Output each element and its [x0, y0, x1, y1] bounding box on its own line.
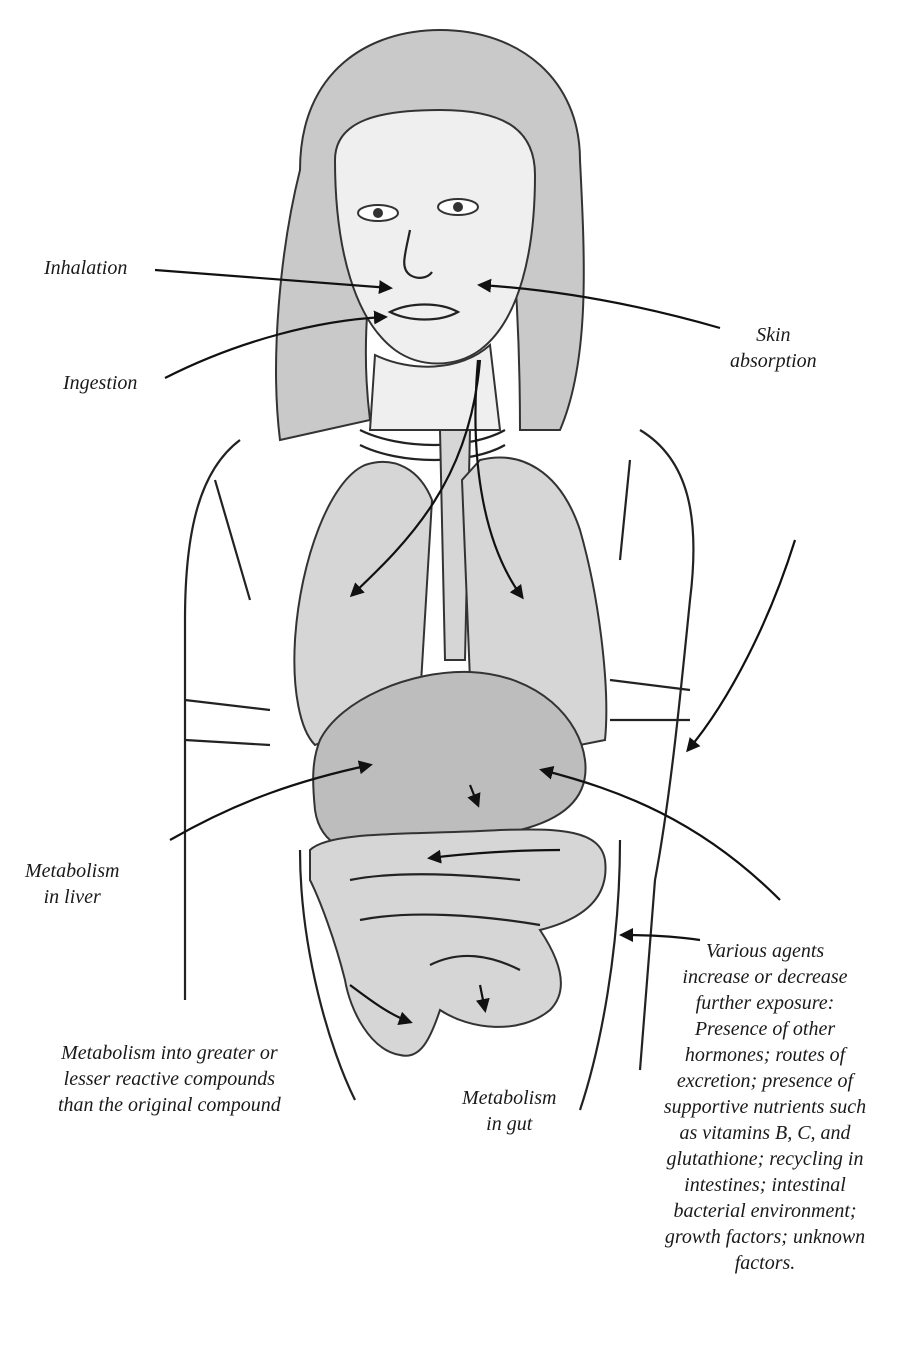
label-skin-absorption: Skin absorption	[730, 322, 817, 374]
label-ingestion: Ingestion	[63, 370, 137, 396]
label-metabolism-reactive: Metabolism into greater or lesser reacti…	[58, 1040, 281, 1118]
label-inhalation: Inhalation	[44, 255, 127, 281]
label-metabolism-liver: Metabolism in liver	[25, 858, 119, 910]
label-metabolism-gut: Metabolism in gut	[462, 1085, 556, 1137]
label-various-agents: Various agents increase or decrease furt…	[640, 938, 890, 1276]
intestines	[310, 829, 606, 1055]
arrow-arm	[688, 540, 795, 750]
